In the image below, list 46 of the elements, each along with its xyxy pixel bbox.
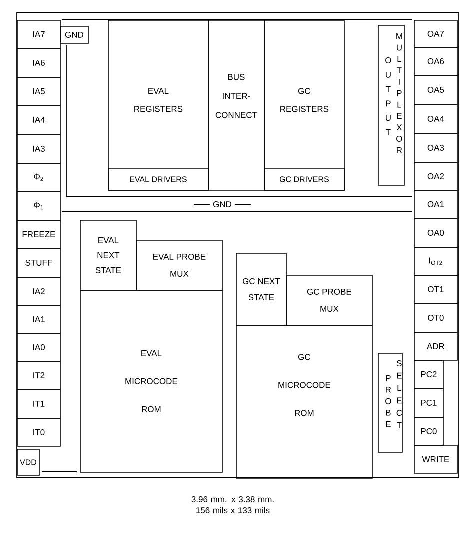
pin-pad: IA7 bbox=[17, 20, 61, 49]
pin-pad: PC2 bbox=[414, 360, 444, 389]
pin-pad: OA5 bbox=[414, 75, 458, 105]
pin-pad: IA6 bbox=[17, 48, 61, 78]
pin-pad: IA0 bbox=[17, 333, 61, 362]
caption: 3.96 mm. x 3.38 mm. 156 mils x 133 mils bbox=[192, 496, 274, 514]
pin-pad: IT1 bbox=[17, 389, 61, 419]
circuit-block: GC DRIVERS bbox=[264, 168, 345, 191]
pin-pad: OA4 bbox=[414, 104, 458, 134]
rail-label: GND bbox=[194, 202, 252, 208]
pin-pad: IA1 bbox=[17, 305, 61, 334]
pin-pad: WRITE bbox=[414, 445, 458, 474]
pin-pad: FREEZE bbox=[17, 220, 61, 249]
circuit-block: GC MICROCODE ROM bbox=[236, 325, 373, 479]
circuit-block: EVAL NEXT STATE bbox=[80, 220, 137, 291]
pin-pad: OA2 bbox=[414, 162, 458, 191]
circuit-block: OUTPUT MULTIPLEXOR bbox=[378, 25, 405, 186]
pin-pad: IA3 bbox=[17, 134, 61, 164]
pin-pad: IT0 bbox=[17, 418, 61, 447]
pin-pad: OT0 bbox=[414, 303, 458, 333]
pin-pad: IA5 bbox=[17, 77, 61, 106]
pin-pad: I$_{OT2}$ bbox=[414, 247, 458, 276]
pin-pad: PC1 bbox=[414, 388, 444, 418]
pin-pad: OT1 bbox=[414, 275, 458, 304]
pin-pad: STUFF bbox=[17, 248, 61, 278]
circuit-block: GC PROBE MUX bbox=[286, 275, 373, 326]
pin-pad: OA1 bbox=[414, 190, 458, 219]
pin-pad: Φ$_{1}$ bbox=[17, 191, 61, 221]
circuit-block: EVAL DRIVERS bbox=[108, 168, 209, 191]
pin-pad: OA6 bbox=[414, 47, 458, 76]
pin-pad: OA0 bbox=[414, 218, 458, 248]
circuit-block: EVAL MICROCODE ROM bbox=[80, 290, 223, 473]
pin-pad: OA3 bbox=[414, 133, 458, 163]
pin-pad: PC0 bbox=[414, 417, 444, 446]
pin-pad: GND bbox=[60, 26, 89, 44]
circuit-block: BUS INTER- CONNECT bbox=[208, 20, 265, 191]
pin-pad: ADR bbox=[414, 332, 458, 361]
pin-pad: IA4 bbox=[17, 105, 61, 135]
pin-pad: VDD bbox=[17, 449, 40, 476]
circuit-block: PROBE SELECT bbox=[378, 353, 403, 453]
pin-pad: IT2 bbox=[17, 361, 61, 390]
pin-pad: OA7 bbox=[414, 20, 458, 48]
pin-pad: IA2 bbox=[17, 277, 61, 306]
pin-pad: Φ$_{2}$ bbox=[17, 163, 61, 192]
circuit-block: EVAL PROBE MUX bbox=[136, 240, 223, 291]
circuit-block: GC NEXT STATE bbox=[236, 253, 287, 326]
